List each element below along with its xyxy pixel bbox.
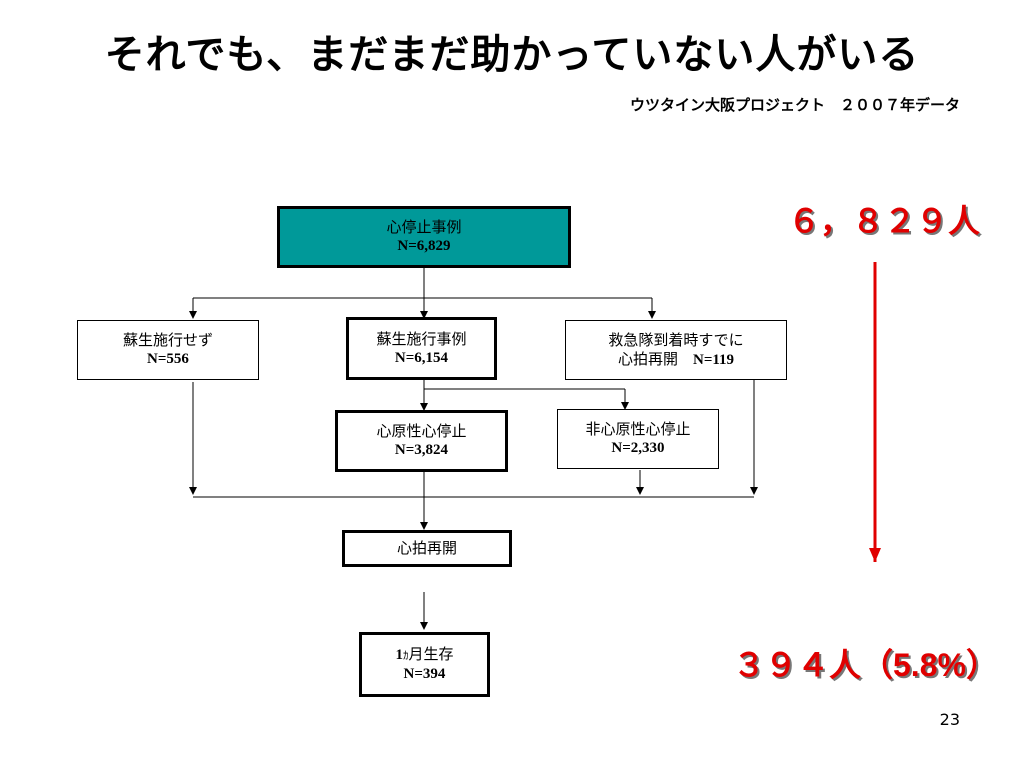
box-count: N=119 [692,351,735,368]
box-label: 月生存 [408,645,454,663]
slide-subtitle: ウツタイン大阪プロジェクト ２００７年データ [629,96,960,114]
callout-survivors: ３９４人（5.8%） [733,647,998,683]
box-label: 心停止事例 [386,218,462,236]
box-cpr-performed: 蘇生施行事例 N=6,154 [346,317,497,380]
page-number: 23 [939,710,960,729]
box-label: 蘇生施行せず [122,331,213,349]
box-count: N=394 [403,666,446,682]
box-count: N=6,829 [397,238,451,254]
box-label: 蘇生施行事例 [376,329,467,348]
box-count: N=6,154 [394,349,449,366]
box-count: N=3,824 [394,442,449,458]
slide-title: それでも、まだまだ助かっていない人がいる [104,32,920,78]
box-one-month-survival: 1ｶ月生存 N=394 [359,632,490,697]
box-rosc: 心拍再開 [342,530,512,567]
box-label-2: 心拍再開 [617,349,678,368]
box-label-small: ｶ [402,649,409,662]
box-cardiac-origin: 心原性心停止 N=3,824 [335,410,508,472]
box-label-num: 1 [395,647,403,663]
box-label: 非心原性心停止 [585,420,691,438]
box-label: 心拍再開 [396,539,457,557]
box-noncardiac-origin: 非心原性心停止 N=2,330 [557,409,719,469]
callout-total: ６，８２９人 [788,203,981,239]
box-cardiac-arrest-cases: 心停止事例 N=6,829 [277,206,571,268]
box-count: N=2,330 [611,440,665,456]
box-rosc-on-arrival: 救急隊到着時すでに 心拍再開 N=119 [565,320,787,380]
box-label: 心原性心停止 [376,422,467,440]
box-label: 救急隊到着時すでに [608,330,744,349]
box-no-cpr: 蘇生施行せず N=556 [77,320,259,380]
box-count: N=556 [147,351,189,367]
